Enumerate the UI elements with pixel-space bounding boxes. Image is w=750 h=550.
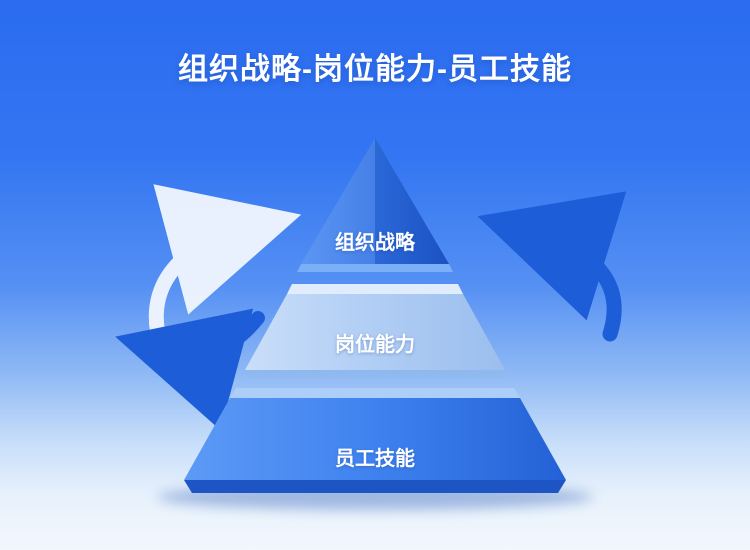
pyramid-level-bottom xyxy=(184,388,566,493)
cycle-arrows xyxy=(115,184,627,431)
pyramid-level-top xyxy=(297,138,453,272)
diagram-title: 组织战略-岗位能力-员工技能 xyxy=(178,53,572,86)
curved-arrow-up-right-icon xyxy=(148,184,302,356)
pyramid-level-middle xyxy=(245,284,505,378)
curved-arrow-up-left-icon xyxy=(477,191,627,342)
curved-arrow-down-left-icon xyxy=(115,308,265,431)
